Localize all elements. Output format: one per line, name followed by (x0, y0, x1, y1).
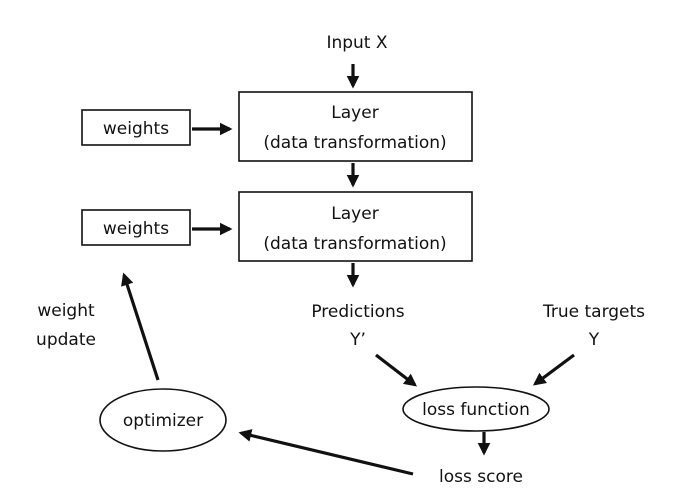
true-targets-symbol: Y (588, 330, 600, 350)
layer2-box: Layer (data transformation) (238, 191, 473, 262)
layer1-subtitle: (data transformation) (263, 133, 446, 153)
arrow-predictions-to-loss (375, 353, 418, 387)
arrow-score-to-optimizer (238, 429, 414, 476)
weights2-box: weights (81, 209, 191, 246)
predictions-symbol: Y’ (349, 330, 366, 350)
optimizer-node: optimizer (99, 388, 227, 452)
arrow-weight-update (121, 272, 160, 381)
true-targets-label: True targets (542, 302, 645, 322)
layer2-title: Layer (331, 204, 378, 224)
arrow-targets-to-loss (532, 353, 575, 386)
weights2-label: weights (103, 219, 169, 239)
loss-function-node: loss function (402, 386, 550, 432)
weight-update-label-line1: weight (37, 301, 95, 321)
loss-function-label: loss function (422, 400, 530, 420)
layer1-box: Layer (data transformation) (238, 91, 473, 162)
weights1-label: weights (103, 119, 169, 139)
optimizer-label: optimizer (123, 411, 203, 431)
layer1-title: Layer (331, 103, 378, 123)
predictions-label: Predictions (311, 302, 404, 322)
input-label: Input X (326, 33, 387, 53)
loss-score-label: loss score (439, 467, 523, 487)
layer2-subtitle: (data transformation) (263, 234, 446, 254)
weights1-box: weights (81, 109, 191, 146)
weight-update-label-line2: update (36, 330, 96, 350)
